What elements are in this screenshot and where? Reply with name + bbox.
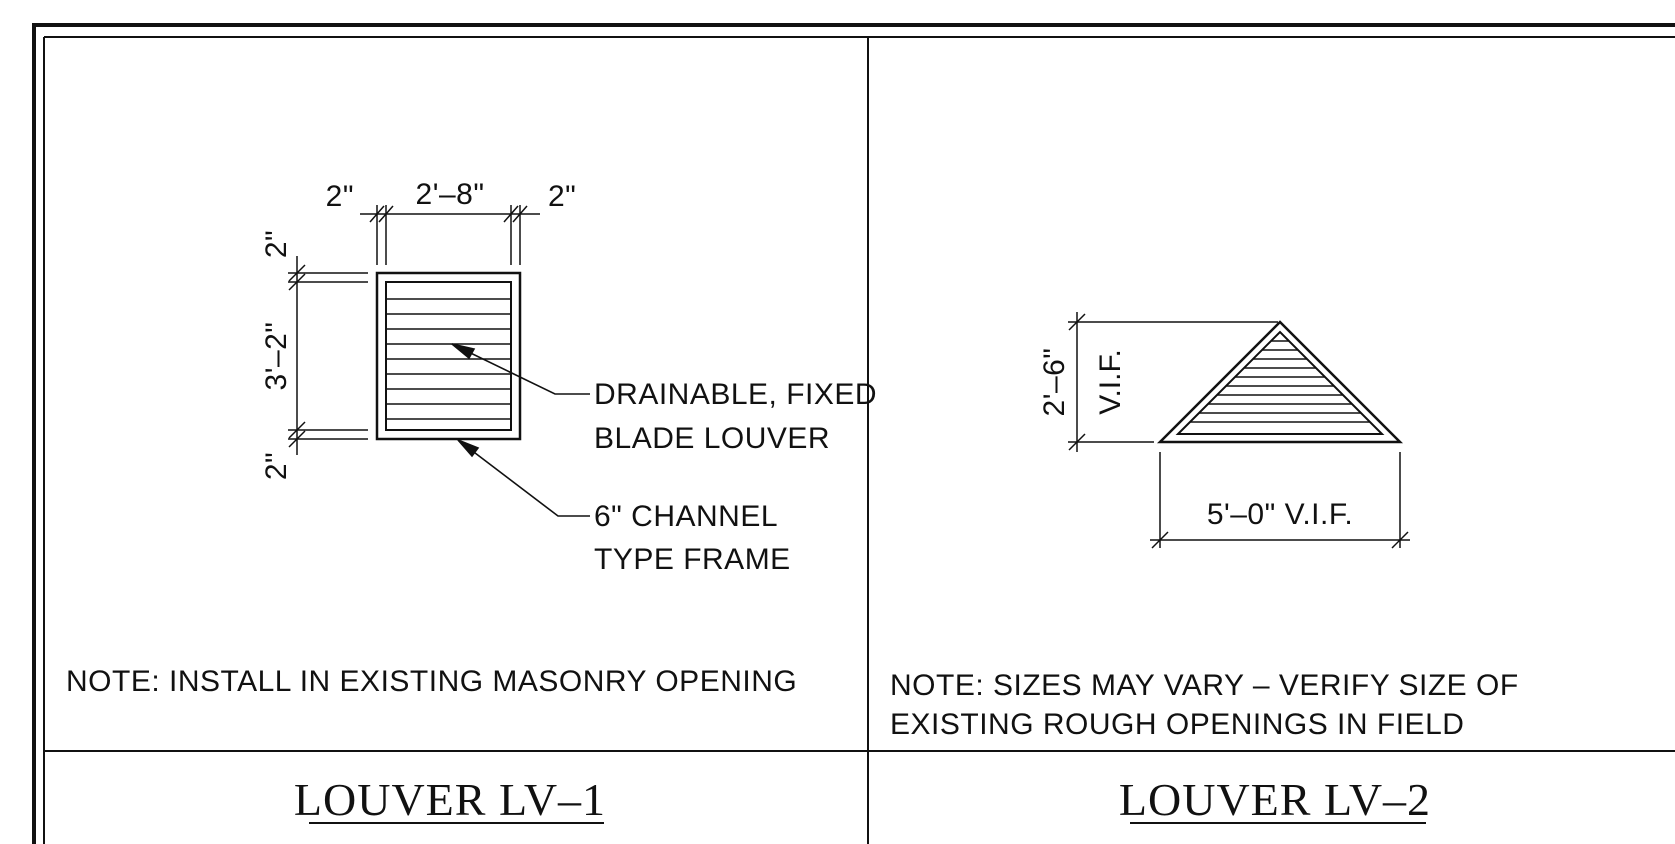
height-dimension <box>1068 312 1278 452</box>
title-lv2: LOUVER LV–2 <box>1119 774 1431 825</box>
note-lv2-line1: NOTE: SIZES MAY VARY – VERIFY SIZE OF <box>890 669 1519 702</box>
dim-width-text: 5'–0" V.I.F. <box>1207 498 1353 531</box>
title-lv1: LOUVER LV–1 <box>294 774 606 825</box>
width-dimension <box>1150 452 1410 549</box>
callout-frame-line2: TYPE FRAME <box>594 543 791 576</box>
louver-lv1-detail: 2" 2'–8" 2" 2" 3'–2" 2" DRAINABLE, FIXED… <box>66 178 877 698</box>
callout-frame-line1: 6" CHANNEL <box>594 500 778 533</box>
louver-lv2-detail: 2'–6" V.I.F. 5'–0" V.I.F. NOTE: SIZES MA… <box>890 312 1519 741</box>
sheet-border <box>32 23 1675 844</box>
dim-height-text: 2'–6" <box>1038 348 1071 417</box>
triangle-frame-outer <box>1156 320 1404 444</box>
top-dimension-string <box>360 205 540 265</box>
note-lv1: NOTE: INSTALL IN EXISTING MASONRY OPENIN… <box>66 665 797 698</box>
dim-height-vif-text: V.I.F. <box>1094 349 1127 415</box>
dim-left-bottom-text: 2" <box>260 452 293 480</box>
dim-top-left-text: 2" <box>326 180 354 213</box>
callout-louver-line1: DRAINABLE, FIXED <box>594 378 877 411</box>
triangle-blades <box>1190 340 1370 423</box>
leader-frame <box>457 439 590 517</box>
dim-top-center-text: 2'–8" <box>416 178 485 211</box>
note-lv2-line2: EXISTING ROUGH OPENINGS IN FIELD <box>890 708 1464 741</box>
louver-frame-outer <box>375 271 522 441</box>
dim-left-center-text: 3'–2" <box>260 322 293 391</box>
louver-frame-inner <box>385 281 512 431</box>
dim-left-top-text: 2" <box>260 230 293 258</box>
leader-louver <box>451 343 590 395</box>
left-dimension-string <box>288 256 368 455</box>
callout-louver-line2: BLADE LOUVER <box>594 422 830 455</box>
triangle-frame-inner <box>1175 330 1385 435</box>
dim-top-right-text: 2" <box>548 180 576 213</box>
louver-blades <box>386 298 511 420</box>
